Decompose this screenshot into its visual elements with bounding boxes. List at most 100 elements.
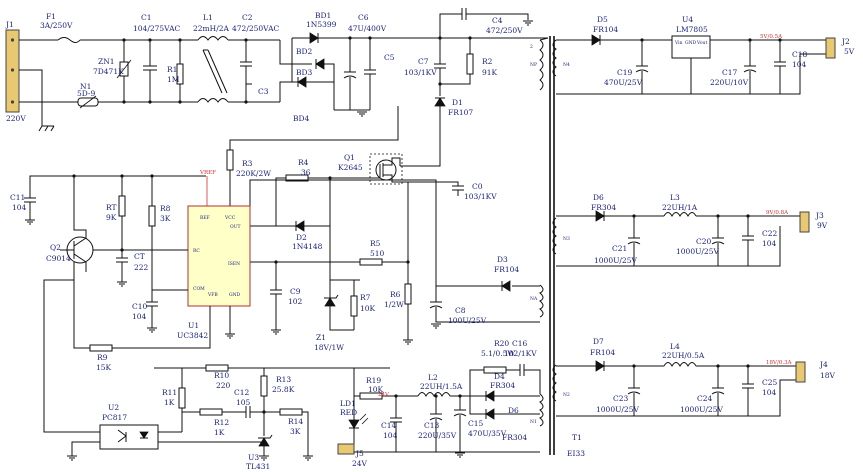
r20-value: 5.1/0.5W (481, 349, 515, 358)
svg-text:N2: N2 (563, 392, 570, 398)
c12-value: 105 (236, 398, 251, 407)
d3-value: FR104 (494, 265, 519, 274)
bd2-ref: BD2 (296, 47, 313, 56)
c8-value: 100U/25V (448, 316, 487, 325)
c7-value: 103/1KV (404, 68, 437, 77)
q1-value: K2645 (338, 163, 363, 172)
r13-value: 25.8K (272, 385, 295, 394)
u1-ref: U1 (188, 321, 199, 330)
r19-ref: R19 (366, 376, 381, 385)
output-5v: D5 FR104 Vin GND Vout U4 LM7805 C19 470U… (556, 15, 855, 95)
c3-ref: C3 (258, 87, 269, 96)
c8-ref: C8 (455, 306, 466, 315)
svg-text:NP: NP (530, 62, 537, 68)
c1-ref: C1 (141, 13, 152, 22)
d6b-ref: D6 (593, 193, 604, 202)
c2-value: 472/250VAC (232, 24, 279, 33)
c16-ref: C16 (512, 339, 528, 348)
ld1-ref: LD1 (340, 399, 356, 408)
d6-ref: D6 (508, 406, 519, 415)
r6-ref: R6 (390, 290, 401, 299)
svg-text:Vout: Vout (696, 40, 707, 46)
c1-value: 104/275VAC (133, 24, 180, 33)
r1-ref: R1 (167, 65, 177, 74)
bd3-ref: BD3 (296, 68, 313, 77)
r6-value: 1/2W (384, 300, 404, 309)
u1-ic (187, 205, 251, 307)
c25-ref: C25 (762, 378, 778, 387)
d7-ref: D7 (593, 337, 604, 346)
c10-value: 104 (132, 312, 147, 321)
c14-value: 104 (383, 431, 398, 440)
u4-regulator (671, 35, 711, 59)
r10-ref: R10 (214, 371, 229, 380)
r9-ref: R9 (97, 353, 108, 362)
c15-value: 470U/35V (468, 429, 507, 438)
svg-text:N4: N4 (563, 62, 570, 68)
d7-value: FR104 (590, 348, 615, 357)
c23-value: 1000U/25V (596, 405, 639, 414)
r20-ref: R20 (494, 339, 509, 348)
r10-value: 220 (216, 381, 231, 390)
j2-ref: J2 (841, 37, 850, 46)
j4-ref: J4 (819, 360, 828, 369)
c0-value: 103/1KV (464, 192, 497, 201)
net-24v-label: 24V (378, 392, 390, 398)
c14-ref: C14 (381, 421, 397, 430)
u4-ref: U4 (682, 15, 693, 24)
c19-ref: C19 (617, 68, 633, 77)
c13-ref: C13 (424, 421, 440, 430)
c0-ref: C0 (472, 182, 483, 191)
d3-ref: D3 (497, 255, 508, 264)
ld1-value: RED (340, 408, 357, 417)
r7-ref: R7 (360, 293, 371, 302)
u3-ref: U3 (248, 453, 259, 462)
r3-ref: R3 (242, 159, 253, 168)
u2-optocoupler (99, 424, 159, 450)
n1-ref: N1 (80, 82, 91, 91)
l1-value: 22mH/2A (193, 24, 229, 33)
r3-value: 220K/2W (236, 169, 271, 178)
c21-ref: C21 (612, 244, 627, 253)
r8-ref: R8 (160, 204, 171, 213)
svg-text:RC: RC (193, 248, 200, 254)
ct-value: 222 (134, 263, 149, 272)
d2-ref: D2 (296, 233, 307, 242)
q2-ref: Q2 (50, 243, 61, 252)
r4-value: 36 (301, 168, 311, 177)
c22-value: 104 (762, 239, 777, 248)
c18-value: 104 (792, 60, 807, 69)
d1-value: FR107 (448, 108, 473, 117)
c24-value: 1000U/25V (680, 405, 723, 414)
q2-value: C9014 (46, 254, 71, 263)
j5-ref: J5 (355, 449, 364, 458)
r5-value: 510 (370, 249, 385, 258)
j1-ref: J1 (5, 20, 14, 29)
u2-ref: U2 (108, 403, 119, 412)
zn1-ref: ZN1 (98, 57, 115, 66)
d5-value: FR104 (593, 25, 618, 34)
svg-text:VCC: VCC (224, 215, 236, 221)
d2-value: 1N4148 (292, 242, 323, 251)
net-5v-label: 5V/0.5A (760, 34, 783, 40)
t1-value: EI33 (567, 449, 585, 458)
rt-value: 9K (106, 213, 117, 222)
r13-ref: R13 (276, 375, 291, 384)
r14-ref: R14 (288, 417, 303, 426)
d1-ref: D1 (452, 98, 463, 107)
net-18v-label: 18V/0.3A (766, 360, 793, 366)
svg-text:2: 2 (530, 44, 533, 50)
c6-value: 47U/400V (348, 24, 387, 33)
j4-value: 18V (820, 371, 836, 380)
c5-ref: C5 (384, 53, 395, 62)
c25-value: 104 (762, 388, 777, 397)
r5-ref: R5 (370, 239, 381, 248)
r4-ref: R4 (298, 158, 309, 167)
t1-ref: T1 (572, 433, 582, 442)
r11-value: 1K (164, 398, 175, 407)
r9-value: 15K (96, 363, 112, 372)
svg-text:COM: COM (193, 286, 205, 292)
l3-ref: L3 (670, 193, 680, 202)
c16-value: 102/1KV (504, 349, 537, 358)
svg-text:GND: GND (685, 40, 697, 46)
